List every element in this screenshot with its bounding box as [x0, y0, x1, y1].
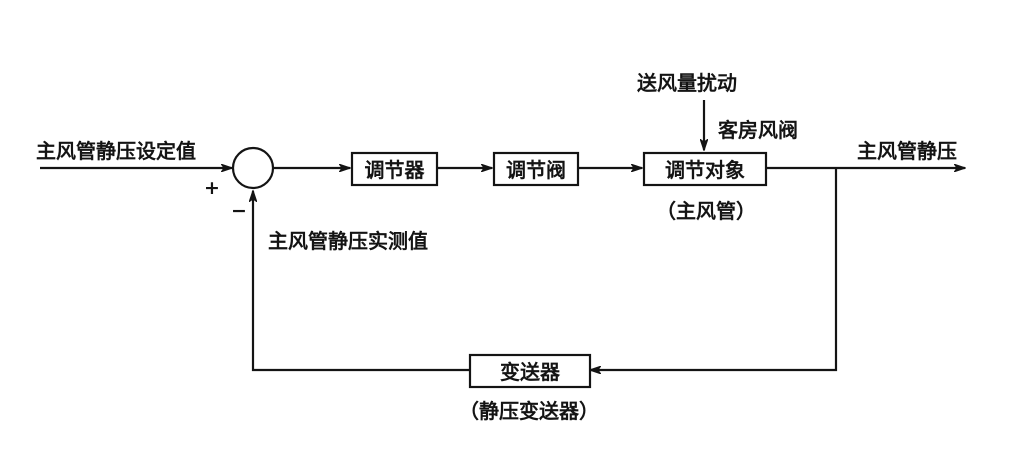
controller-label: 调节器 [365, 158, 426, 182]
minus-sign: − [231, 200, 247, 222]
plant-note: （主风管） [656, 199, 756, 223]
feedback-line-to-junction [253, 191, 470, 372]
disturbance-source-label: 客房风阀 [717, 118, 798, 142]
measured-label: 主风管静压实测值 [268, 229, 428, 253]
transmitter-note: （静压变送器） [459, 399, 599, 423]
feedback-line-to-transmitter [590, 168, 838, 370]
plant-block: 调节对象 [642, 151, 768, 187]
summing-junction [231, 146, 275, 190]
disturbance-label: 送风量扰动 [637, 71, 737, 95]
plus-sign: + [204, 177, 220, 199]
setpoint-label: 主风管静压设定值 [36, 139, 196, 163]
valve-label: 调节阀 [506, 158, 566, 182]
transmitter-label: 变送器 [500, 360, 561, 384]
output-label: 主风管静压 [857, 139, 957, 163]
plant-label: 调节对象 [665, 158, 745, 182]
controller-block: 调节器 [350, 151, 439, 187]
transmitter-block: 变送器 [468, 353, 592, 389]
valve-block: 调节阀 [492, 151, 580, 187]
